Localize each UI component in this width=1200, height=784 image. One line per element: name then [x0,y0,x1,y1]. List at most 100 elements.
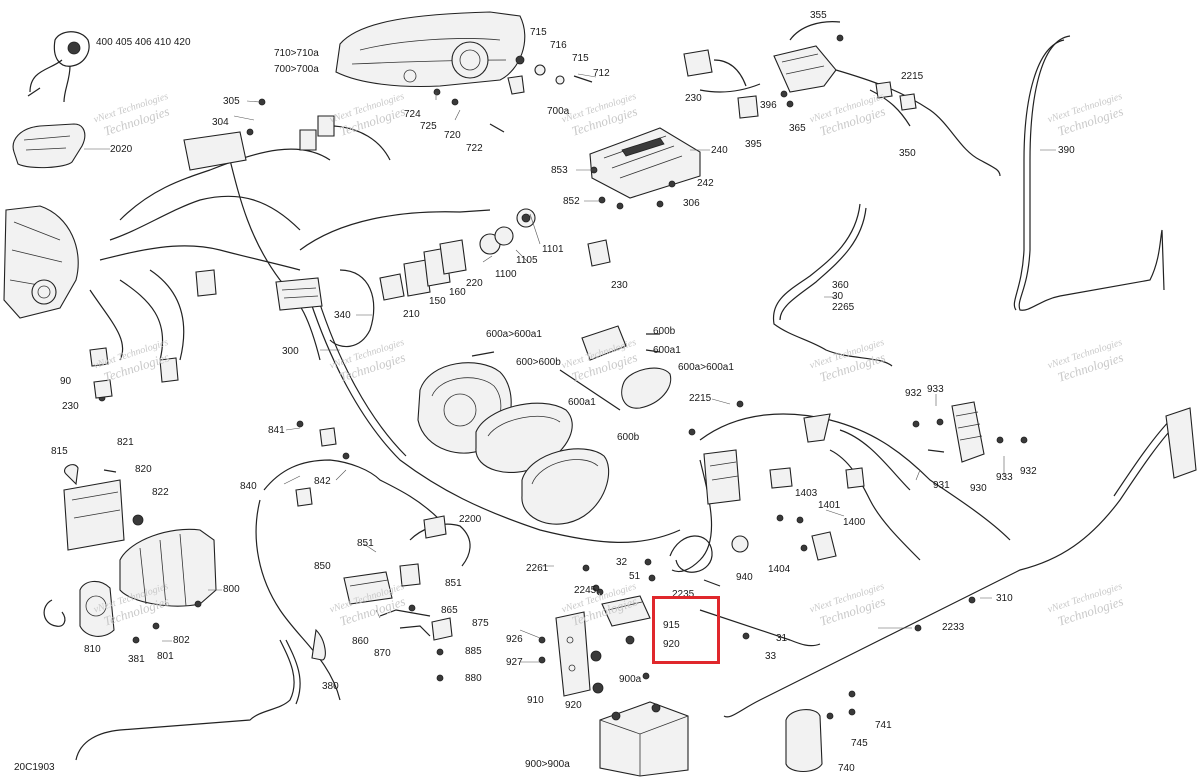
callout-395: 395 [745,139,762,150]
callout-600a-600a1-right: 600a>600a1 [678,362,734,373]
drawing-code: 20C1903 [14,762,55,773]
callout-1101: 1101 [542,244,564,255]
callout-933-a: 933 [927,384,944,395]
callout-815: 815 [51,446,68,457]
callout-304: 304 [212,117,229,128]
callout-851-a: 851 [357,538,374,549]
callout-355: 355 [810,10,827,21]
callout-600a1-mid: 600a1 [568,397,596,408]
callout-865: 865 [441,605,458,616]
callout-230-a: 230 [685,93,702,104]
callout-150: 150 [429,296,446,307]
callout-716: 716 [550,40,567,51]
callout-900-900a: 900>900a [525,759,570,770]
callout-932-b: 932 [1020,466,1037,477]
callout-710: 710>710a [274,48,319,59]
callout-940: 940 [736,572,753,583]
callout-712: 712 [593,68,610,79]
callout-885: 885 [465,646,482,657]
top-right-harness-part [683,21,1001,177]
callout-2235: 2235 [672,589,695,600]
callout-240: 240 [711,145,728,156]
callout-850: 850 [314,561,331,572]
cable-parts-380-840 [75,420,441,761]
relay-parts-915-920 [596,579,721,645]
callout-927: 927 [506,657,523,668]
callout-400-group: 400 405 406 410 420 [96,37,191,48]
callout-300: 300 [282,346,299,357]
harness-connector-310 [1165,407,1197,479]
callout-340: 340 [334,310,351,321]
callout-2265: 2265 [832,302,855,313]
callout-722: 722 [466,143,483,154]
callout-932-a: 932 [905,388,922,399]
callout-725: 725 [420,121,437,132]
callout-1105: 1105 [516,255,538,266]
callout-210: 210 [403,309,420,320]
callout-360: 360 [832,280,849,291]
fasteners-top [433,55,593,133]
cable-part-360 [772,203,893,367]
callout-853: 853 [551,165,568,176]
callout-931: 931 [933,480,950,491]
callout-32: 32 [616,557,628,568]
callout-2020: 2020 [110,144,133,155]
callout-2245: 2245 [574,585,597,596]
callout-51: 51 [629,571,641,582]
callout-1403: 1403 [795,488,818,499]
cable-part-360-inner [779,207,867,321]
callout-920-a: 920 [663,639,680,650]
harness-part-310-inner [1113,415,1175,497]
callout-31: 31 [776,633,788,644]
callout-920-b: 920 [565,700,582,711]
callout-1401: 1401 [818,500,841,511]
control-module-part-240 [589,127,701,199]
callout-1100: 1100 [495,269,517,280]
winch-part-800 [43,528,217,637]
callout-220: 220 [466,278,483,289]
callout-842: 842 [314,476,331,487]
callout-740: 740 [838,763,855,774]
callout-2261: 2261 [526,563,549,574]
callout-90: 90 [60,376,72,387]
callout-305: 305 [223,96,240,107]
callout-724: 724 [404,109,421,120]
callout-715-b: 715 [572,53,589,64]
callout-841: 841 [268,425,285,436]
callout-600a-600a1-top: 600a>600a1 [486,329,542,340]
callout-30: 30 [832,291,844,302]
callout-801: 801 [157,651,174,662]
callout-851-b: 851 [445,578,462,589]
callout-880: 880 [465,673,482,684]
headlight-part-left [3,205,79,319]
misc-fasteners [89,98,976,644]
battery-tray-part-910 [538,611,604,697]
gauge-housing-part [335,11,526,88]
callout-1404: 1404 [768,564,791,575]
main-harness-part [89,115,681,543]
handlebar-switch-part [27,31,90,103]
callout-900a: 900a [619,674,642,685]
callout-820: 820 [135,464,152,475]
fastener-33 [742,632,750,640]
cable-part-390 [1018,35,1165,311]
callout-2233: 2233 [942,622,965,633]
callout-822: 822 [152,487,169,498]
callout-860: 860 [352,636,369,647]
leader-lines [84,73,1056,663]
callout-720: 720 [444,130,461,141]
callout-230-c: 230 [62,401,79,412]
bracket-part-740 [785,690,856,773]
callout-926: 926 [506,634,523,645]
callout-2215-b: 2215 [689,393,712,404]
callout-852: 852 [563,196,580,207]
callout-930: 930 [970,483,987,494]
callout-350: 350 [899,148,916,159]
callout-365: 365 [789,123,806,134]
callout-2200: 2200 [459,514,482,525]
highlight-box-915-920 [652,596,720,664]
harness-loop-340 [329,269,375,348]
callout-700: 700>700a [274,64,319,75]
callout-600b-mid: 600b [617,432,640,443]
